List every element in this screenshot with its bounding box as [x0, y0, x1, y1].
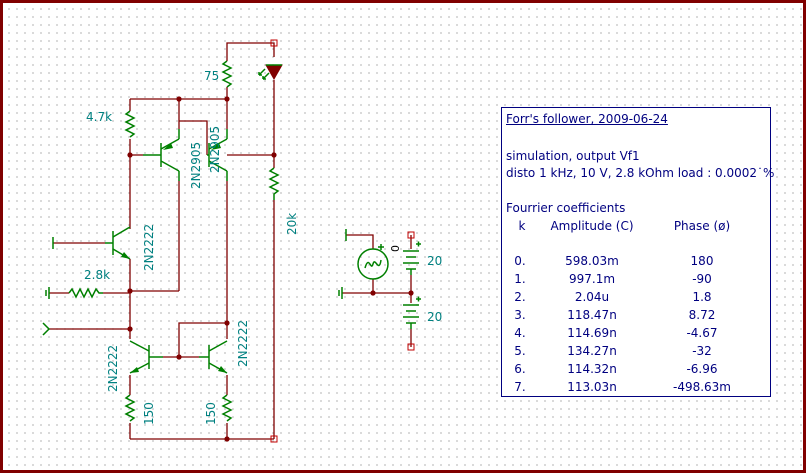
resistor-20k[interactable]	[268, 167, 280, 200]
fourier-k: 7.	[514, 380, 526, 394]
panel-title: Forr's follower, 2009-06-24	[506, 112, 668, 126]
fourier-k: 6.	[514, 362, 526, 376]
label-r4k7: 4.7k	[86, 110, 112, 124]
fourier-amplitude: 598.03m	[565, 254, 619, 268]
resistor-4k7[interactable]	[124, 110, 136, 138]
fourier-phase: -32	[692, 344, 712, 358]
label-r150-left: 150	[142, 402, 156, 425]
junction-dots	[127, 96, 414, 442]
fourier-amplitude: 118.47n	[567, 308, 617, 322]
input-arrow-icon	[42, 322, 51, 336]
header-k: k	[518, 219, 526, 233]
circuit-wires	[49, 42, 412, 440]
simulation-line: simulation, output Vf1	[506, 149, 640, 163]
fourier-k: 0.	[514, 254, 526, 268]
ac-voltage-source[interactable]	[357, 244, 389, 280]
fourier-amplitude: 2.04u	[574, 290, 610, 304]
simulation-results-panel[interactable]: Forr's follower, 2009-06-24 simulation, …	[501, 107, 775, 397]
fourier-phase: -4.67	[686, 326, 718, 340]
label-source-value: 0	[389, 245, 402, 252]
fourier-k: 5.	[514, 344, 526, 358]
battery-bottom[interactable]	[403, 296, 421, 330]
fourier-amplitude: 114.69n	[567, 326, 617, 340]
fourier-k: 4.	[514, 326, 526, 340]
transistor-q3-2n2222[interactable]	[105, 226, 131, 260]
label-q4: 2N2222	[106, 345, 120, 392]
fourier-k: 3.	[514, 308, 526, 322]
circuit-schematic: 75 4.7k 2.8k 20k 150 150 2N2905 2N2905 2…	[42, 39, 442, 443]
distortion-line: disto 1 kHz, 10 V, 2.8 kOhm load : 0.000…	[506, 166, 775, 180]
label-r20k: 20k	[285, 213, 299, 235]
fourier-phase: -6.96	[686, 362, 718, 376]
label-r150-right: 150	[204, 402, 218, 425]
transistor-q4-2n2222[interactable]	[129, 340, 163, 374]
fourier-phase: -90	[692, 272, 712, 286]
fourier-phase: 180	[690, 254, 714, 268]
transistor-q2-2n2905[interactable]	[207, 129, 228, 181]
label-q2: 2N2905	[208, 126, 222, 173]
fourier-k: 1.	[514, 272, 526, 286]
header-amplitude: Amplitude (C)	[550, 219, 634, 233]
fourier-amplitude: 113.03n	[567, 380, 617, 394]
label-q3: 2N2222	[142, 224, 156, 271]
label-q5: 2N2222	[236, 320, 250, 367]
led-diode[interactable]	[258, 64, 283, 81]
fourier-amplitude: 134.27n	[567, 344, 617, 358]
resistor-75[interactable]	[221, 60, 233, 88]
transistor-q5-2n2222[interactable]	[199, 340, 228, 374]
label-battery-top: 20	[427, 254, 442, 268]
transistor-q1-2n2905[interactable]	[143, 129, 180, 181]
label-r2k8: 2.8k	[84, 268, 110, 282]
fourier-title: Fourrier coefficients	[506, 201, 626, 215]
label-q1: 2N2905	[189, 142, 203, 189]
label-battery-bottom: 20	[427, 310, 442, 324]
resistor-150-left[interactable]	[124, 394, 136, 422]
fourier-phase: -498.63m	[672, 380, 731, 394]
fourier-amplitude: 997.1m	[568, 272, 616, 286]
battery-top[interactable]	[403, 241, 421, 276]
node-markers	[270, 39, 415, 443]
resistor-150-right[interactable]	[221, 394, 233, 422]
fourier-amplitude: 114.32n	[567, 362, 617, 376]
fourier-k: 2.	[514, 290, 526, 304]
header-phase: Phase (ø)	[673, 219, 731, 233]
label-r75: 75	[204, 69, 219, 83]
fourier-phase: 8.72	[688, 308, 716, 322]
ground-symbols	[45, 229, 347, 299]
fourier-phase: 1.8	[692, 290, 712, 304]
resistor-2k8[interactable]	[68, 287, 103, 299]
